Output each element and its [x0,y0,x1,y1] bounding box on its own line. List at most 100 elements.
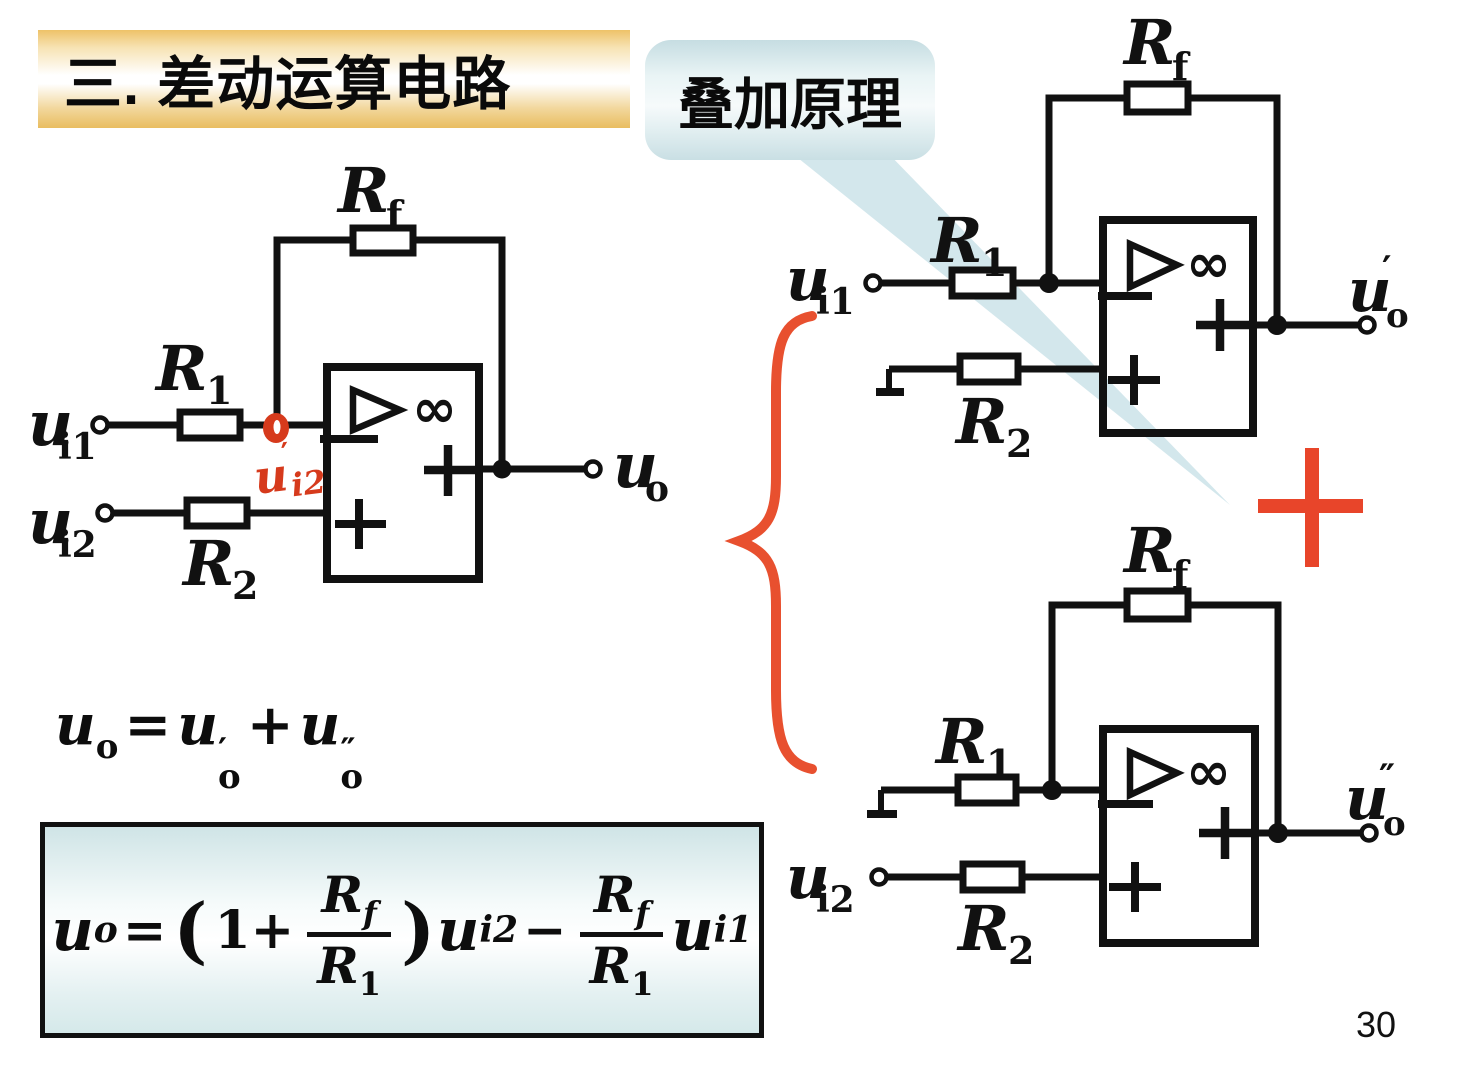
superposition-sum-equation: uo=u′o+u″o [55,692,363,794]
label-ui2-base: u [786,843,830,913]
labels: u i2 R 1 R f R 2 u ″ o ∞ [786,514,1406,973]
resistor-R2 [959,860,1026,894]
f-fraction-1: Rf R1 [307,865,392,1003]
label-ui2-sub: i2 [816,879,855,921]
label-uo1-sub: o [1386,296,1409,336]
f-ui1-sub: i1 [713,909,753,951]
eq-uo2-marks: ″o [340,731,364,797]
resistor-R1 [948,266,1017,300]
superposition-brace [724,311,817,774]
label-ui1-sub: i1 [816,281,855,323]
handwritten-sub: i2 [289,462,328,504]
f-minus: − [523,899,567,961]
terminal-uo-prime [1357,315,1377,335]
eq-equals: = [124,692,172,758]
f-ui1-base: u [671,896,714,964]
label-uo-base: u [613,429,658,502]
callout-tail-beam [788,150,1230,505]
output-node-dot [1267,315,1287,335]
title-bar: 三. 差动运算电路 [38,30,630,128]
label-R2-sub: 2 [1008,928,1034,973]
label-uo-sub: o [645,468,669,510]
page-number: 30 [1356,1004,1397,1045]
label-R2-sub: 2 [1006,421,1032,466]
handwritten-u: u [251,447,291,505]
label-Rf-base: R [336,154,390,227]
label-uo2-base: u [1345,764,1389,834]
infinity-gain-icon: ∞ [412,377,457,440]
label-R1-sub: 1 [986,741,1012,786]
opamp-gain-triangle-icon [1126,238,1185,293]
label-R1-base: R [154,332,208,405]
terminal-ui1 [90,415,110,435]
output-plus [1199,807,1253,859]
resistor-Rf [1123,587,1192,623]
label-Rf-sub: f [1172,552,1191,597]
eq-uo-base: u [55,692,96,758]
terminal-ui2 [869,867,889,887]
superposition-plus-sign [1258,448,1363,567]
label-R1-base: R [929,204,983,277]
label-R2-base: R [181,527,235,600]
label-R2-base: R [954,385,1008,458]
label-ui1-base: u [28,387,73,460]
page-title: 三. 差动运算电路 [64,52,512,117]
resistor-Rf [1123,80,1192,116]
wires [880,94,1360,373]
output-node-dot [1268,823,1288,843]
f-uo-sub: o [93,909,118,951]
ground-symbol [876,369,904,396]
opamp-box [323,363,483,583]
output-node-dot [492,459,512,479]
terminal-uo-doubleprime [1359,823,1379,843]
label-R1-sub: 1 [981,240,1007,285]
f-uo-base: u [51,896,94,964]
labels: u i1 R 1 R f R 2 u ′ o ∞ [786,6,1409,466]
label-Rf-sub: f [1172,44,1191,89]
opamp-box [1099,725,1259,947]
terminal-ui1 [863,273,883,293]
label-R1-sub: 1 [206,368,232,413]
resistor-R2 [183,496,251,530]
infinity-gain-icon: ∞ [1186,740,1231,803]
label-uo1-base: u [1348,256,1392,326]
resistor-R1 [954,773,1020,807]
labels: u i1 u i2 R 1 R f R 2 u o ∞ [28,154,669,608]
label-uo2-sub: o [1383,804,1406,844]
left-circuit-differential: u ′ i2 u i1 u i2 R 1 R f R 2 u o ∞ [28,154,669,608]
label-R2-base: R [956,892,1010,965]
noninverting-input-plus [1109,862,1161,912]
f-ui2-sub: i2 [479,909,519,951]
top-right-circuit-ui1-alone: u i1 R 1 R f R 2 u ′ o ∞ [786,6,1409,466]
input-node-dot [1042,780,1062,800]
resistor-Rf [349,224,417,257]
f-fraction-2: Rf R1 [579,865,664,1003]
label-R1-base: R [934,705,988,778]
terminal-ui2 [95,503,115,523]
callout-text: 叠加原理 [678,72,902,136]
eq-uo-sub: o [95,727,119,767]
noninverting-input-plus [1108,355,1160,405]
eq-uo1-base: u [177,692,219,758]
noninverting-input-plus [335,499,386,549]
f-equals: = [122,899,167,961]
label-ui2-sub: i2 [58,524,97,566]
output-plus [424,445,478,496]
label-Rf-base: R [1122,6,1176,79]
resistor-R1 [176,408,244,442]
resistor-R2 [956,352,1022,386]
f-one-plus: 1+ [214,899,295,961]
callout-bubble: 叠加原理 [645,40,935,160]
bottom-right-circuit-ui2-alone: u i2 R 1 R f R 2 u ″ o ∞ [786,514,1406,973]
label-uo1-prime: ′ [1382,249,1392,291]
opamp-gain-triangle-icon [349,385,409,435]
input-node-dot [1039,273,1059,293]
handwritten-node-annotation: u ′ i2 [251,413,328,505]
wires [107,236,586,517]
opamp-gain-triangle-icon [1126,746,1185,801]
label-ui1-sub: i1 [58,426,97,468]
output-plus [1196,299,1250,351]
